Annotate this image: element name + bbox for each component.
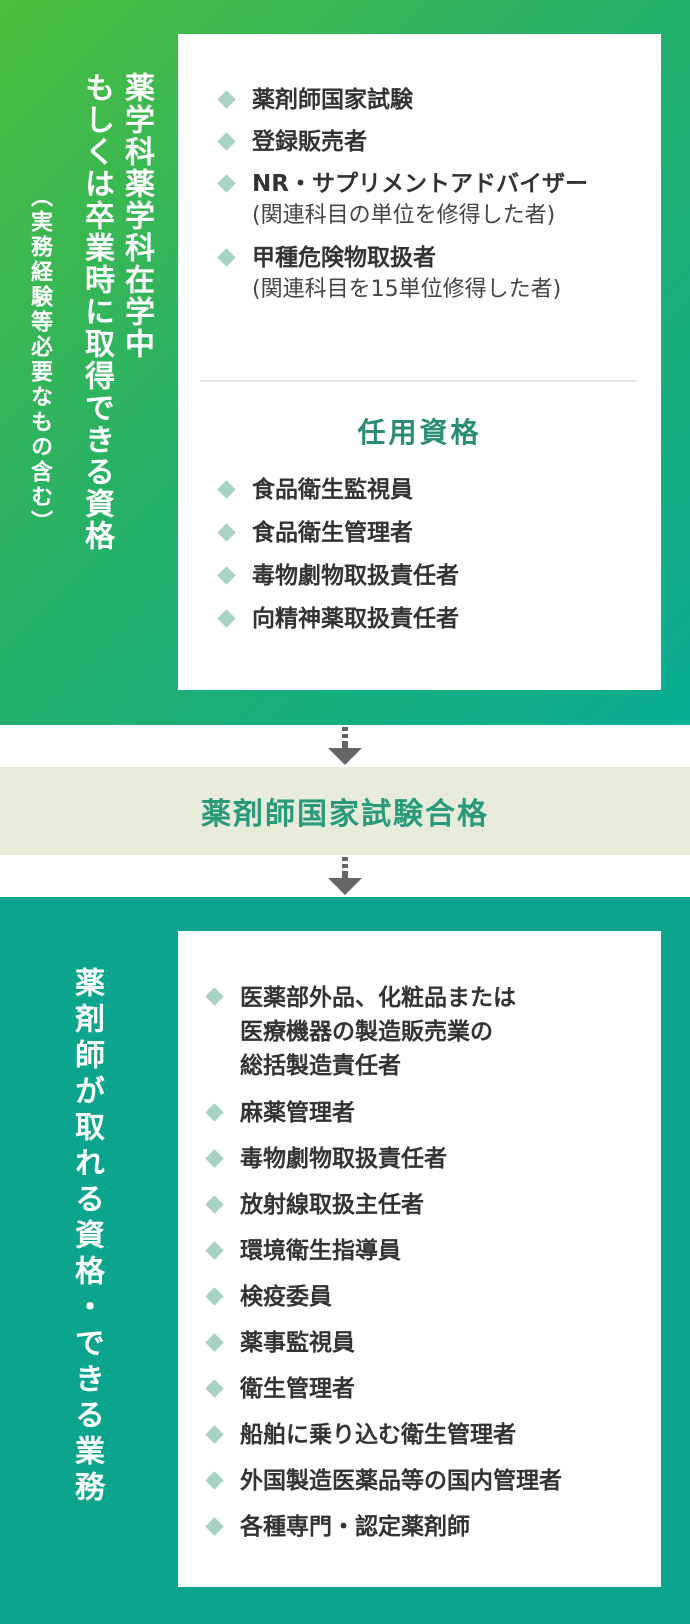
diamond-bullet-icon — [217, 90, 236, 109]
diamond-bullet-icon — [217, 248, 236, 267]
diamond-bullet-icon — [217, 523, 236, 542]
appointment-label: 向精神薬取扱責任者 — [252, 606, 459, 632]
list-item: 麻薬管理者 — [194, 1097, 649, 1129]
qualification-label: 甲種危険物取扱者 — [252, 245, 436, 271]
diamond-bullet-icon — [217, 566, 236, 585]
license-label: 環境衛生指導員 — [240, 1238, 401, 1264]
diamond-bullet-icon — [205, 1103, 224, 1122]
top-panel: 薬学科薬学科在学中 もしくは卒業時に取得できる資格 （実務経験等必要なもの含む）… — [0, 0, 690, 725]
list-item: 放射線取扱主任者 — [194, 1189, 649, 1221]
list-item: 環境衛生指導員 — [194, 1235, 649, 1267]
card-divider — [200, 380, 636, 382]
list-item: 食品衛生管理者 — [206, 517, 646, 549]
top-title-line1: 薬学科薬学科在学中 — [119, 72, 154, 360]
license-card: 医薬部外品、化粧品または 医療機器の製造販売業の 総括製造責任者 麻薬管理者 毒… — [178, 931, 661, 1587]
down-arrow-icon — [328, 727, 362, 765]
qualification-note: (関連科目の単位を修得した者) — [252, 203, 556, 228]
license-list: 医薬部外品、化粧品または 医療機器の製造販売業の 総括製造責任者 麻薬管理者 毒… — [194, 981, 649, 1543]
bottom-title: 薬剤師が取れる資格・できる業務 — [69, 967, 104, 1507]
bottom-panel: 薬剤師が取れる資格・できる業務 医薬部外品、化粧品または 医療機器の製造販売業の… — [0, 897, 690, 1624]
qualification-label: 薬剤師国家試験 — [252, 87, 413, 113]
list-item: 各種専門・認定薬剤師 — [194, 1511, 649, 1543]
license-label: 検疫委員 — [240, 1284, 332, 1310]
qualification-label: NR・サプリメントアドバイザー — [252, 171, 588, 197]
list-item: 登録販売者 — [206, 126, 646, 158]
license-label: 各種専門・認定薬剤師 — [240, 1514, 470, 1540]
list-item: 医薬部外品、化粧品または 医療機器の製造販売業の 総括製造責任者 — [194, 981, 649, 1083]
list-item: NR・サプリメントアドバイザー (関連科目の単位を修得した者) — [206, 168, 646, 232]
license-label: 薬事監視員 — [240, 1330, 355, 1356]
appointment-heading: 任用資格 — [357, 416, 482, 449]
diamond-bullet-icon — [205, 1287, 224, 1306]
appointment-label: 食品衛生管理者 — [252, 520, 413, 546]
license-label: 医薬部外品、化粧品または 医療機器の製造販売業の 総括製造責任者 — [240, 985, 516, 1079]
list-item: 船舶に乗り込む衛生管理者 — [194, 1419, 649, 1451]
license-label: 放射線取扱主任者 — [240, 1192, 424, 1218]
qualification-list: 薬剤師国家試験 登録販売者 NR・サプリメントアドバイザー (関連科目の単位を修… — [206, 84, 646, 306]
appointment-label: 毒物劇物取扱責任者 — [252, 563, 459, 589]
pass-bar: 薬剤師国家試験合格 — [0, 767, 690, 855]
list-item: 薬剤師国家試験 — [206, 84, 646, 116]
list-item: 毒物劇物取扱責任者 — [206, 560, 646, 592]
diamond-bullet-icon — [205, 1241, 224, 1260]
diamond-bullet-icon — [217, 174, 236, 193]
qualification-label: 登録販売者 — [252, 129, 367, 155]
top-title-line2: もしくは卒業時に取得できる資格 — [79, 72, 114, 552]
diamond-bullet-icon — [217, 480, 236, 499]
list-item: 食品衛生監視員 — [206, 474, 646, 506]
diamond-bullet-icon — [205, 987, 224, 1006]
list-item: 薬事監視員 — [194, 1327, 649, 1359]
list-item: 甲種危険物取扱者 (関連科目を15単位修得した者) — [206, 242, 646, 306]
diamond-bullet-icon — [217, 609, 236, 628]
license-label: 衛生管理者 — [240, 1376, 355, 1402]
appointment-label: 食品衛生監視員 — [252, 477, 413, 503]
pass-label: 薬剤師国家試験合格 — [201, 797, 489, 832]
license-label: 毒物劇物取扱責任者 — [240, 1146, 447, 1172]
diamond-bullet-icon — [205, 1149, 224, 1168]
diamond-bullet-icon — [205, 1195, 224, 1214]
diamond-bullet-icon — [205, 1379, 224, 1398]
list-item: 向精神薬取扱責任者 — [206, 603, 646, 635]
diamond-bullet-icon — [205, 1471, 224, 1490]
license-label: 麻薬管理者 — [240, 1100, 355, 1126]
top-title-note: （実務経験等必要なもの含む） — [27, 185, 52, 535]
qualification-card: 薬剤師国家試験 登録販売者 NR・サプリメントアドバイザー (関連科目の単位を修… — [178, 34, 661, 690]
list-item: 衛生管理者 — [194, 1373, 649, 1405]
diamond-bullet-icon — [205, 1333, 224, 1352]
appointment-list: 食品衛生監視員 食品衛生管理者 毒物劇物取扱責任者 向精神薬取扱責任者 — [206, 474, 646, 635]
list-item: 検疫委員 — [194, 1281, 649, 1313]
list-item: 毒物劇物取扱責任者 — [194, 1143, 649, 1175]
license-label: 船舶に乗り込む衛生管理者 — [240, 1422, 516, 1448]
down-arrow-icon — [328, 857, 362, 895]
list-item: 外国製造医薬品等の国内管理者 — [194, 1465, 649, 1497]
license-label: 外国製造医薬品等の国内管理者 — [240, 1468, 562, 1494]
diamond-bullet-icon — [205, 1425, 224, 1444]
diamond-bullet-icon — [205, 1517, 224, 1536]
qualification-note: (関連科目を15単位修得した者) — [252, 277, 562, 302]
diamond-bullet-icon — [217, 132, 236, 151]
